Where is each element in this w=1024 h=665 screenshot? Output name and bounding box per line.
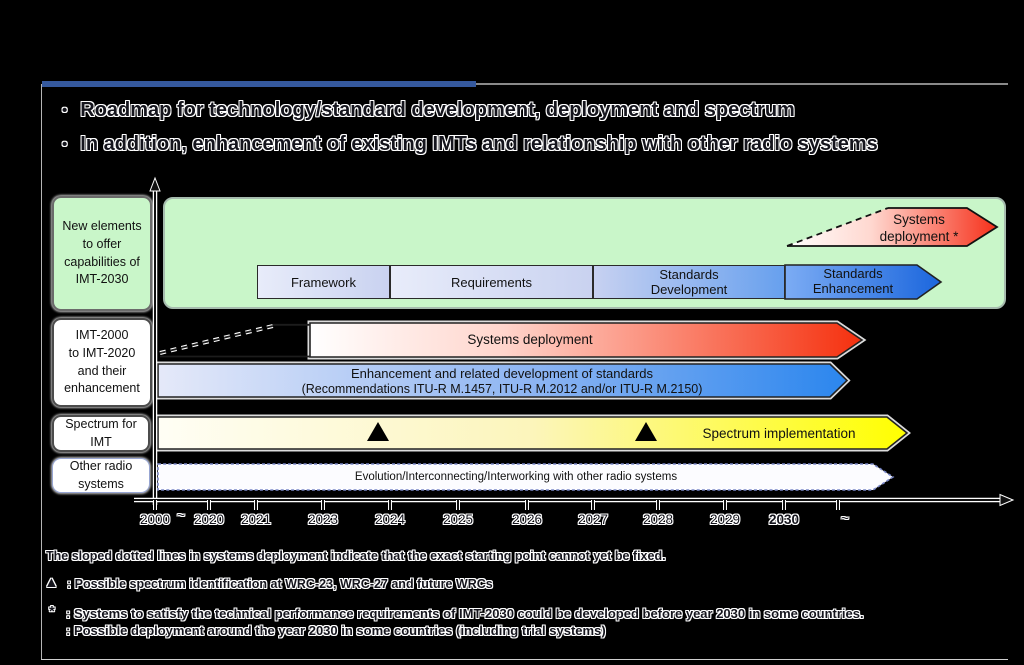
row-label-line: New elements — [62, 219, 142, 233]
asterisk-legend-icon: * — [49, 603, 55, 620]
phase-label: Requirements — [451, 274, 532, 290]
arrow-standards-enhancement-legacy — [155, 361, 851, 400]
systems-deployment-label: Systems deployment — [467, 332, 593, 347]
arrow-label-line: (Recommendations ITU-R M.1457, ITU-R M.2… — [301, 381, 703, 396]
row-label-line: to IMT-2020 — [68, 345, 136, 360]
year-label: 2024 — [374, 512, 406, 527]
year-label: 2000 — [139, 512, 171, 527]
dashed-start-edge — [159, 325, 274, 354]
title-rule-line — [476, 83, 1008, 85]
year-label: 2023 — [307, 512, 339, 527]
row-label-spectrum: Spectrum for IMT — [52, 415, 150, 452]
footnote-triangle-legend: : Possible spectrum identification at WR… — [67, 577, 493, 591]
row-label-line: Other radio — [69, 458, 133, 473]
y-axis-arrowhead-icon — [149, 176, 161, 192]
row-label-new-elements: New elements to offer capabilities of IM… — [52, 196, 152, 311]
slide-left-border — [41, 84, 42, 660]
title-accent-bar — [42, 81, 476, 87]
axis-ticks — [154, 500, 839, 510]
year-label: 2027 — [577, 512, 609, 527]
arrow-spectrum-implementation — [155, 414, 912, 452]
year-label: 2030 — [768, 512, 800, 527]
phase-label: Standards Development — [651, 267, 728, 297]
phase-label-line: Enhancement — [812, 281, 894, 296]
footnote-line: : Possible deployment around the year 20… — [66, 623, 606, 638]
axis-trailing-symbol: ~ — [840, 510, 850, 526]
phase-box-requirements: Requirements — [390, 265, 593, 299]
footnote-sloped-lines: The sloped dotted lines in systems deplo… — [46, 549, 666, 563]
arrow-label-line: Systems — [893, 212, 945, 227]
bullet-text-1: Roadmap for technology/standard developm… — [80, 99, 795, 121]
phase-label-line: Standards — [659, 267, 719, 282]
year-label: 2026 — [511, 512, 543, 527]
phase-box-framework: Framework — [257, 265, 390, 299]
row-label-line: IMT-2000 — [75, 328, 129, 342]
footnote-line: : Systems to satisfy the technical perfo… — [66, 606, 864, 621]
row-label-line: IMT-2030 — [75, 272, 129, 287]
arrow-systems-deployment — [159, 320, 867, 360]
arrow-other-radio-systems — [157, 463, 895, 491]
row-label-line: IMT — [90, 434, 112, 449]
arrow-systems-deployment-new — [786, 207, 999, 247]
spectrum-implementation-label: Spectrum implementation — [702, 426, 856, 441]
slide-bottom-border — [41, 659, 1008, 660]
year-label: 2021 — [240, 512, 272, 527]
arrow-label-line: deployment * — [879, 228, 959, 244]
enhancement-standards-label: Enhancement and related development of s… — [302, 366, 703, 397]
systems-deployment-new-label: Systems deployment * — [880, 212, 959, 245]
wrc23-triangle-icon — [367, 422, 389, 441]
arrow-label-line: Enhancement and related development of s… — [350, 366, 654, 381]
row-label-other-radio: Other radio systems — [52, 458, 150, 493]
footnote-asterisk: : Systems to satisfy the technical perfo… — [66, 605, 864, 639]
phase-label: Framework — [290, 274, 356, 290]
wrc27-triangle-icon — [635, 422, 657, 441]
year-label: 2028 — [642, 512, 674, 527]
bullet-item-2: • In addition, enhancement of existing I… — [62, 133, 878, 156]
bullet-icon: • — [62, 102, 68, 119]
row-label-line: systems — [78, 476, 124, 491]
row-label-line: enhancement — [64, 381, 140, 396]
other-radio-systems-label: Evolution/Interconnecting/Interworking w… — [354, 471, 678, 483]
row-label-line: capabilities of — [64, 254, 140, 269]
x-axis-arrowhead-icon — [999, 493, 1015, 507]
bullet-icon: • — [62, 136, 68, 153]
row-label-imt2000: IMT-2000 to IMT-2020 and their enhanceme… — [52, 318, 152, 407]
triangle-legend-icon: ▲ — [44, 574, 59, 591]
phase-label-line: Standards — [823, 266, 883, 281]
row-label-line: to offer — [82, 236, 122, 251]
bullet-text-2: In addition, enhancement of existing IMT… — [80, 133, 878, 155]
dashed-start-edge — [786, 207, 889, 247]
phase-box-standards-enhancement-label: Standards Enhancement — [813, 266, 893, 296]
bullet-item-1: • Roadmap for technology/standard develo… — [62, 99, 795, 122]
phase-label-line: Development — [650, 282, 728, 297]
row-label-line: Spectrum for — [65, 416, 137, 431]
year-label: 2025 — [442, 512, 474, 527]
axis-break-symbol: ~ — [176, 507, 186, 523]
timeline-axis — [134, 176, 1015, 510]
arrow-standards-enhancement — [784, 264, 943, 300]
year-label: 2020 — [193, 512, 225, 527]
year-label: 2029 — [709, 512, 741, 527]
phase-box-standards-development: Standards Development — [593, 265, 785, 299]
row-label-line: and their — [77, 363, 127, 378]
